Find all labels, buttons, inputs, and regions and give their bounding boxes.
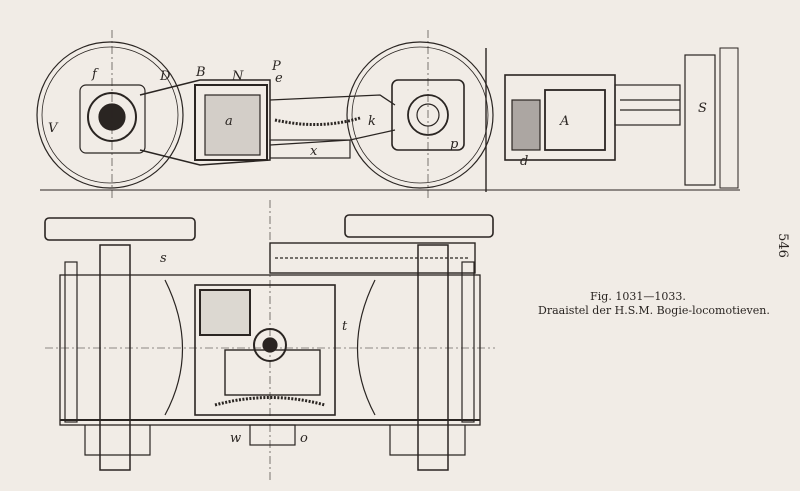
laminated-spring: [274, 116, 361, 126]
part-letter: k: [368, 114, 376, 129]
left-axle-box: [87, 92, 137, 142]
part-letter: s: [160, 251, 167, 266]
figure-caption: Fig. 1031—1033. Draaistel der H.S.M. Bog…: [538, 290, 770, 318]
figure-number: Fig. 1031—1033.: [590, 290, 686, 303]
part-letter: N: [231, 69, 244, 84]
part-letter: V: [48, 121, 59, 136]
figure-title: Draaistel der H.S.M. Bogie-locomotieven.: [538, 304, 770, 317]
part-letter: D: [159, 69, 171, 84]
page-number: 546: [774, 233, 790, 258]
bottom-spring: [214, 396, 326, 407]
left-wheel: [36, 41, 184, 189]
part-letter: d: [520, 154, 528, 169]
cross-section-view: [485, 47, 740, 192]
part-letter: o: [300, 431, 308, 446]
part-letter: e: [275, 71, 283, 86]
part-labels: f D B N e P a V x k p S A d s w o t: [48, 59, 707, 446]
part-letter: x: [310, 144, 318, 159]
right-wheel: [346, 41, 494, 189]
left-wheel-tread: [44, 217, 196, 241]
left-axle: [99, 244, 131, 471]
part-letter: S: [698, 101, 707, 116]
plan-view: [44, 200, 495, 480]
right-axle: [417, 244, 449, 471]
part-letter: a: [225, 114, 233, 129]
part-letter: t: [342, 319, 348, 334]
right-wheel-tread: [344, 214, 494, 238]
part-letter: p: [450, 137, 459, 152]
part-letter: A: [559, 114, 569, 129]
part-letter: P: [271, 59, 281, 74]
part-letter: B: [195, 65, 206, 80]
part-letter: w: [230, 431, 241, 446]
central-pivot: [194, 284, 336, 416]
part-letter: f: [91, 67, 99, 82]
section-spring-pack: [511, 99, 541, 151]
side-elevation-view: [36, 30, 494, 200]
pivot-casting: [194, 84, 268, 161]
